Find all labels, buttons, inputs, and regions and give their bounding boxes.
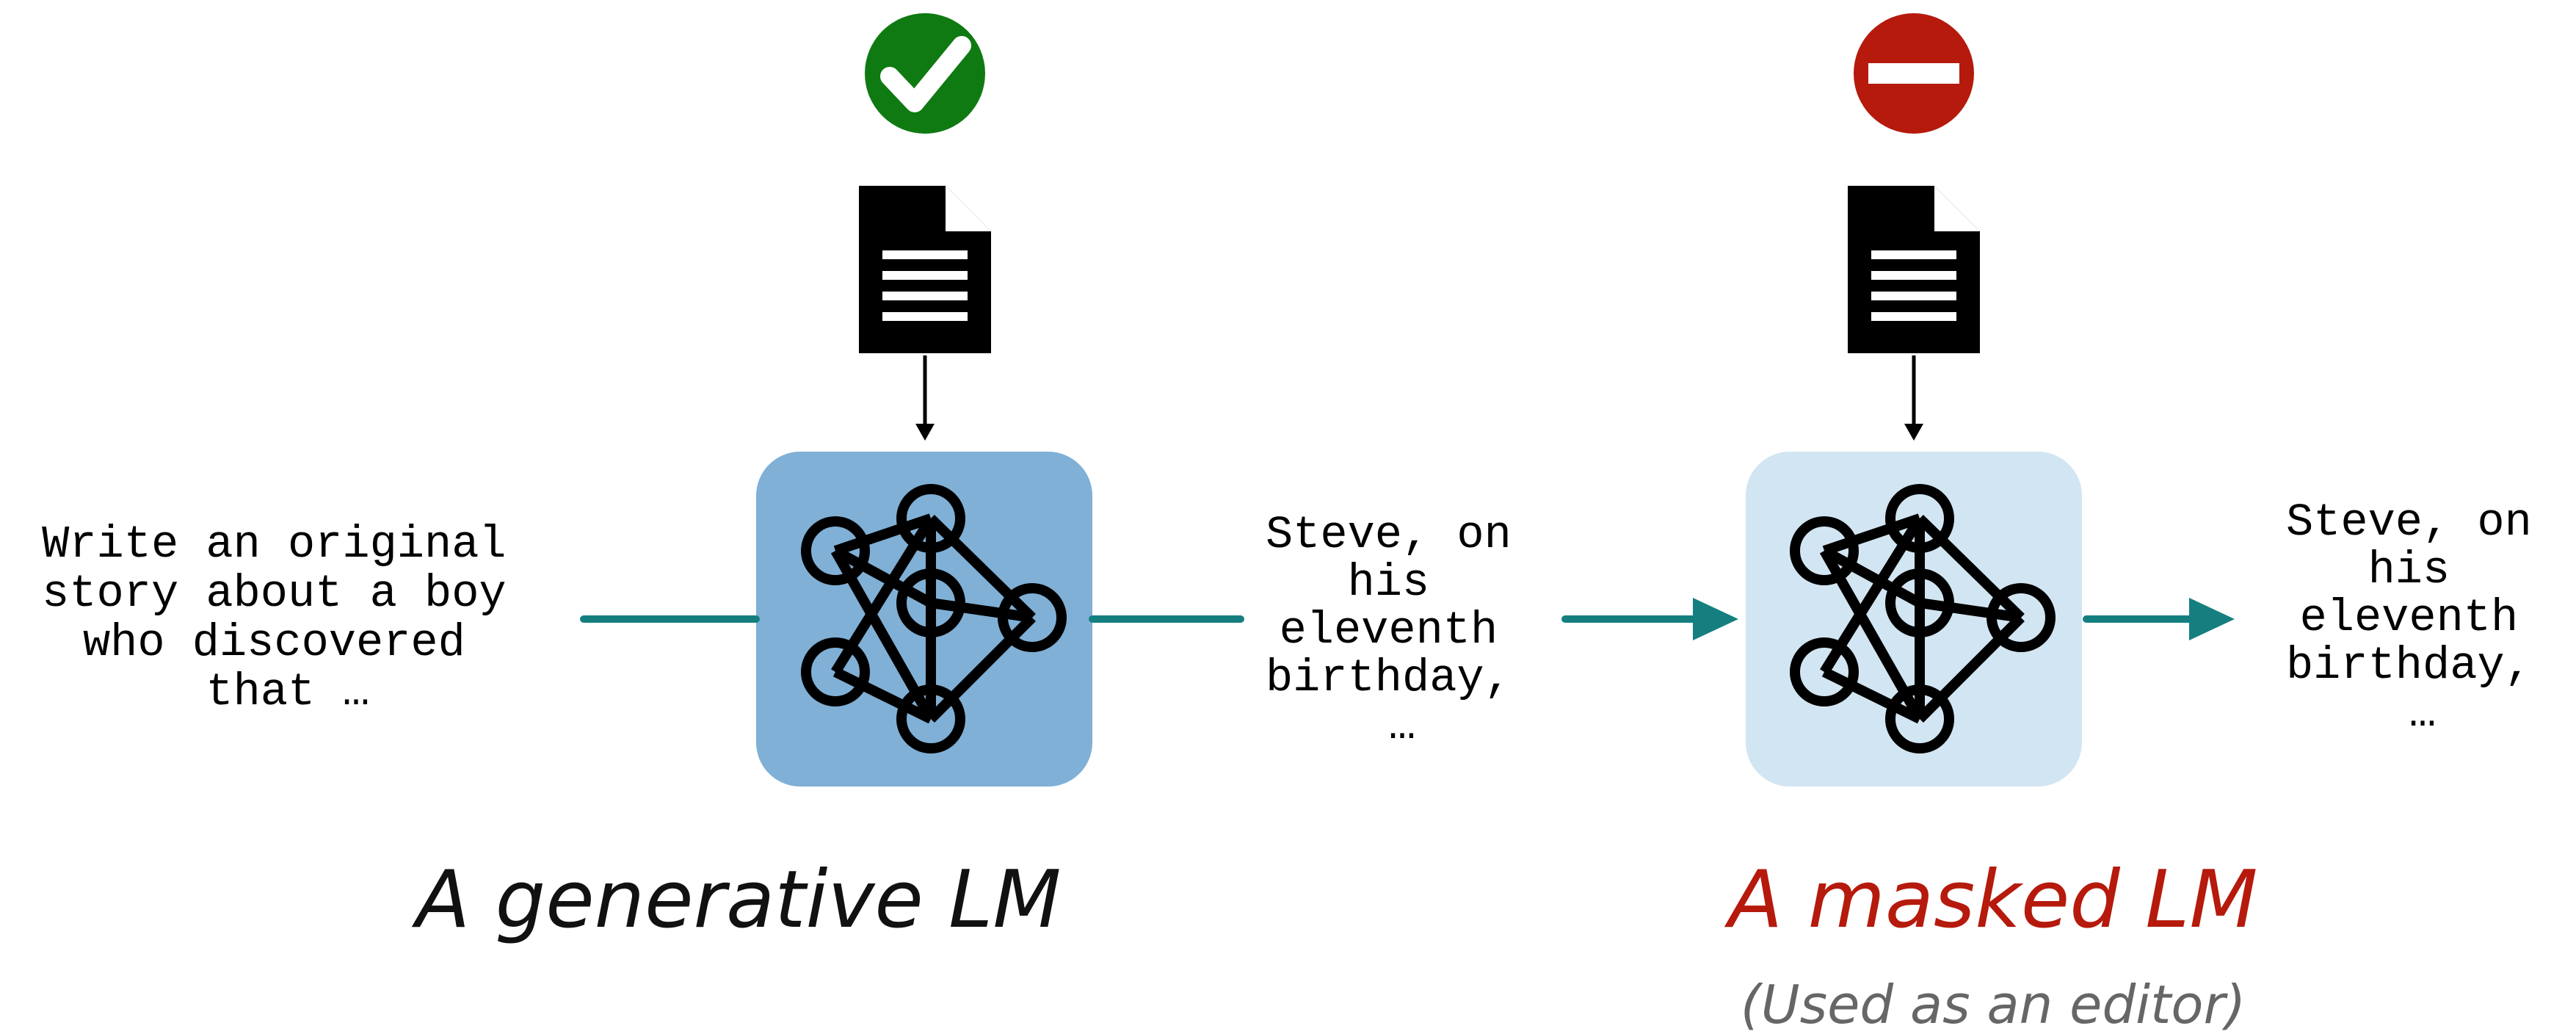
- document-icon-generative: [859, 186, 991, 353]
- down-arrow-generative: [915, 355, 935, 441]
- flow-arrow-to-masked: [1561, 598, 1738, 640]
- generative-lm-caption: A generative LM: [411, 854, 1061, 946]
- check-circle-icon: [865, 13, 985, 134]
- masked-model-box: [1746, 452, 2082, 787]
- no-entry-icon: [1854, 13, 1974, 134]
- masked-lm-subcaption: (Used as an editor): [1741, 974, 2246, 1034]
- edited-text: Steve, on his eleventh birthday, …: [2286, 496, 2559, 740]
- document-icon-masked: [1848, 186, 1980, 353]
- flow-arrow-to-output: [2083, 598, 2235, 640]
- generated-text: Steve, on his eleventh birthday, …: [1266, 509, 1539, 752]
- generative-model-box: [756, 452, 1092, 787]
- down-arrow-masked: [1904, 355, 1923, 441]
- input-prompt-text: Write an original story about a boy who …: [42, 518, 534, 718]
- masked-lm-caption: A masked LM: [1724, 854, 2257, 946]
